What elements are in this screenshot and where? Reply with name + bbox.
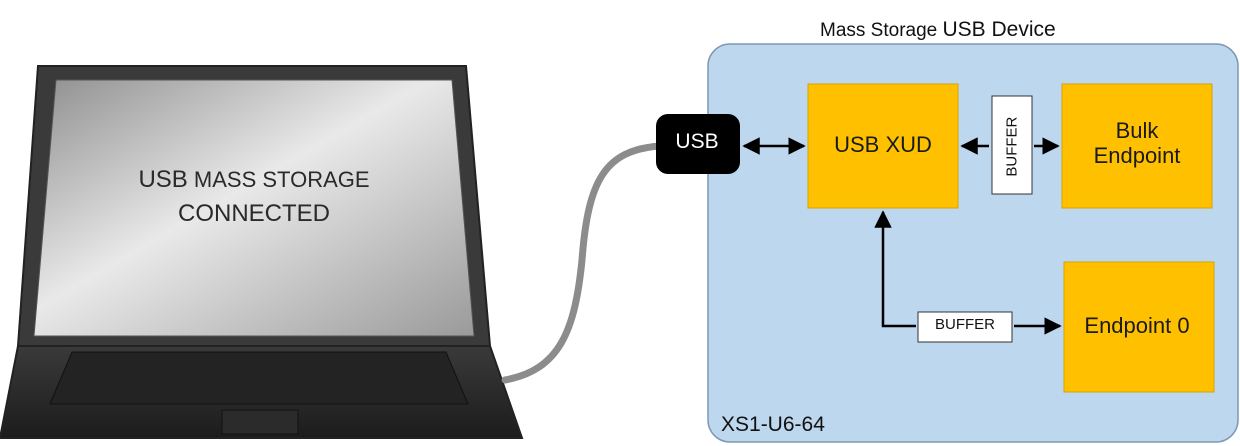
bulk-endpoint-block (1061, 83, 1213, 209)
usb-cable (501, 142, 664, 384)
screen-line1-usb: USB (138, 166, 188, 193)
bulk-endpoint-label: Bulk Endpoint (1062, 118, 1212, 169)
device-title-prefix: Mass Storage (820, 20, 943, 41)
bulk-endpoint-line1: Bulk (1115, 118, 1159, 143)
laptop (0, 65, 524, 439)
usb-xud-block (807, 83, 959, 209)
buffer-horizontal-label: BUFFER (935, 316, 995, 333)
bulk-endpoint-line2: Endpoint (1093, 143, 1181, 169)
usb-port-label: USB (675, 130, 719, 153)
screen-line1-mass-storage: MASS STORAGE (187, 167, 370, 192)
buffer-vertical-label: BUFFER (1003, 116, 1021, 177)
buffer-vertical-box (991, 95, 1033, 195)
laptop-screen (33, 79, 475, 337)
endpoint0-label: Endpoint 0 (1084, 313, 1190, 338)
laptop-touchpad (221, 409, 299, 435)
buffer-horizontal-box (917, 311, 1013, 343)
laptop-keyboard (49, 351, 469, 405)
arrow-xud-down-to-buffer (874, 210, 916, 328)
chip-label: XS1-U6-64 (721, 413, 825, 436)
endpoint0-block (1063, 261, 1215, 393)
usb-port-block (656, 114, 740, 174)
laptop-screen-message: USB MASS STORAGE CONNECTED (104, 166, 404, 227)
screen-line2-connected: CONNECTED (177, 199, 330, 227)
device-title: Mass Storage USB Device (820, 18, 1120, 42)
usb-xud-label: USB XUD (834, 132, 932, 157)
device-title-suffix: USB Device (942, 18, 1056, 41)
